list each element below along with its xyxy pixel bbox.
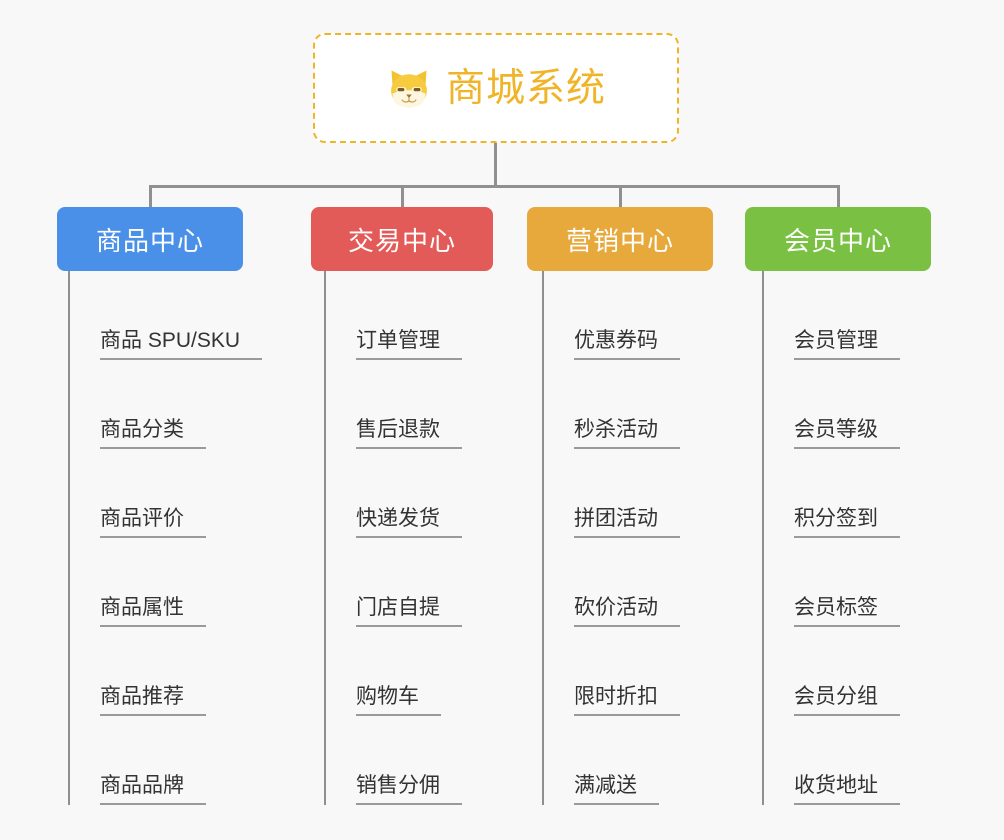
leaf-item[interactable]: 商品评价 <box>68 449 262 538</box>
leaf-item[interactable]: 商品品牌 <box>68 716 262 805</box>
leaf-item-label: 商品属性 <box>100 596 206 627</box>
leaf-item-label: 限时折扣 <box>574 685 680 716</box>
leaf-item[interactable]: 收货地址 <box>762 716 900 805</box>
leaf-item[interactable]: 砍价活动 <box>542 538 680 627</box>
leaf-item-label: 会员分组 <box>794 685 900 716</box>
leaf-item-label: 商品 SPU/SKU <box>100 329 263 360</box>
leaf-item[interactable]: 购物车 <box>324 627 462 716</box>
category-box-1[interactable]: 商品中心 <box>57 207 243 271</box>
leaf-item-label: 秒杀活动 <box>574 418 680 449</box>
leaf-column-1: 商品 SPU/SKU 商品分类商品评价商品属性商品推荐商品品牌 <box>68 271 263 805</box>
leaf-item[interactable]: 售后退款 <box>324 360 462 449</box>
category-box-4[interactable]: 会员中心 <box>745 207 931 271</box>
connector-drop-2 <box>401 185 404 207</box>
leaf-column-3: 优惠券码秒杀活动拼团活动砍价活动限时折扣满减送 <box>542 271 680 805</box>
root-title: 商城系统 <box>445 66 606 110</box>
leaf-item[interactable]: 优惠券码 <box>542 271 680 360</box>
leaf-item-label: 商品品牌 <box>100 774 206 805</box>
leaf-item[interactable]: 快递发货 <box>324 449 462 538</box>
leaf-item-label: 购物车 <box>356 685 441 716</box>
category-label: 会员中心 <box>783 225 892 256</box>
leaf-item[interactable]: 秒杀活动 <box>542 360 680 449</box>
leaf-item[interactable]: 会员管理 <box>762 271 900 360</box>
leaf-item[interactable]: 订单管理 <box>324 271 462 360</box>
leaf-item[interactable]: 商品推荐 <box>68 627 262 716</box>
leaf-item-label: 砍价活动 <box>574 596 680 627</box>
leaf-item-label: 会员管理 <box>794 329 900 360</box>
leaf-item[interactable]: 商品属性 <box>68 538 262 627</box>
leaf-item[interactable]: 积分签到 <box>762 449 900 538</box>
leaf-item-label: 售后退款 <box>356 418 462 449</box>
leaf-item-label: 订单管理 <box>356 329 462 360</box>
leaf-item-label: 会员等级 <box>794 418 900 449</box>
leaf-spine <box>542 271 544 805</box>
category-box-3[interactable]: 营销中心 <box>527 207 713 271</box>
leaf-item-label: 商品分类 <box>100 418 206 449</box>
leaf-spine <box>762 271 764 805</box>
connector-drop-1 <box>149 185 152 207</box>
shiba-dog-icon <box>391 70 427 108</box>
leaf-item[interactable]: 商品 SPU/SKU <box>68 271 263 360</box>
root-node-card[interactable]: 商城系统 <box>313 33 679 143</box>
category-label: 商品中心 <box>95 225 204 256</box>
leaf-item[interactable]: 会员等级 <box>762 360 900 449</box>
leaf-item[interactable]: 会员分组 <box>762 627 900 716</box>
connector-root-stem <box>494 143 497 185</box>
connector-drop-3 <box>619 185 622 207</box>
leaf-spine <box>68 271 70 805</box>
leaf-item-label: 满减送 <box>574 774 659 805</box>
leaf-item-label: 收货地址 <box>794 774 900 805</box>
leaf-column-4: 会员管理会员等级积分签到会员标签会员分组收货地址 <box>762 271 900 805</box>
leaf-item-label: 优惠券码 <box>574 329 680 360</box>
leaf-item[interactable]: 商品分类 <box>68 360 262 449</box>
leaf-column-2: 订单管理售后退款快递发货门店自提购物车销售分佣 <box>324 271 462 805</box>
connector-horizontal-bus <box>150 185 838 188</box>
leaf-item-label: 销售分佣 <box>356 774 462 805</box>
leaf-item[interactable]: 门店自提 <box>324 538 462 627</box>
leaf-item[interactable]: 销售分佣 <box>324 716 462 805</box>
leaf-item[interactable]: 满减送 <box>542 716 680 805</box>
leaf-item-label: 会员标签 <box>794 596 900 627</box>
leaf-item-label: 商品推荐 <box>100 685 206 716</box>
leaf-item-label: 商品评价 <box>100 507 206 538</box>
connector-drop-4 <box>837 185 840 207</box>
category-box-2[interactable]: 交易中心 <box>311 207 493 271</box>
leaf-item[interactable]: 限时折扣 <box>542 627 680 716</box>
leaf-item[interactable]: 会员标签 <box>762 538 900 627</box>
leaf-item-label: 快递发货 <box>356 507 462 538</box>
leaf-item[interactable]: 拼团活动 <box>542 449 680 538</box>
category-label: 营销中心 <box>565 225 674 256</box>
leaf-spine <box>324 271 326 805</box>
leaf-item-label: 积分签到 <box>794 507 900 538</box>
category-label: 交易中心 <box>347 225 456 256</box>
leaf-item-label: 拼团活动 <box>574 507 680 538</box>
leaf-item-label: 门店自提 <box>356 596 462 627</box>
